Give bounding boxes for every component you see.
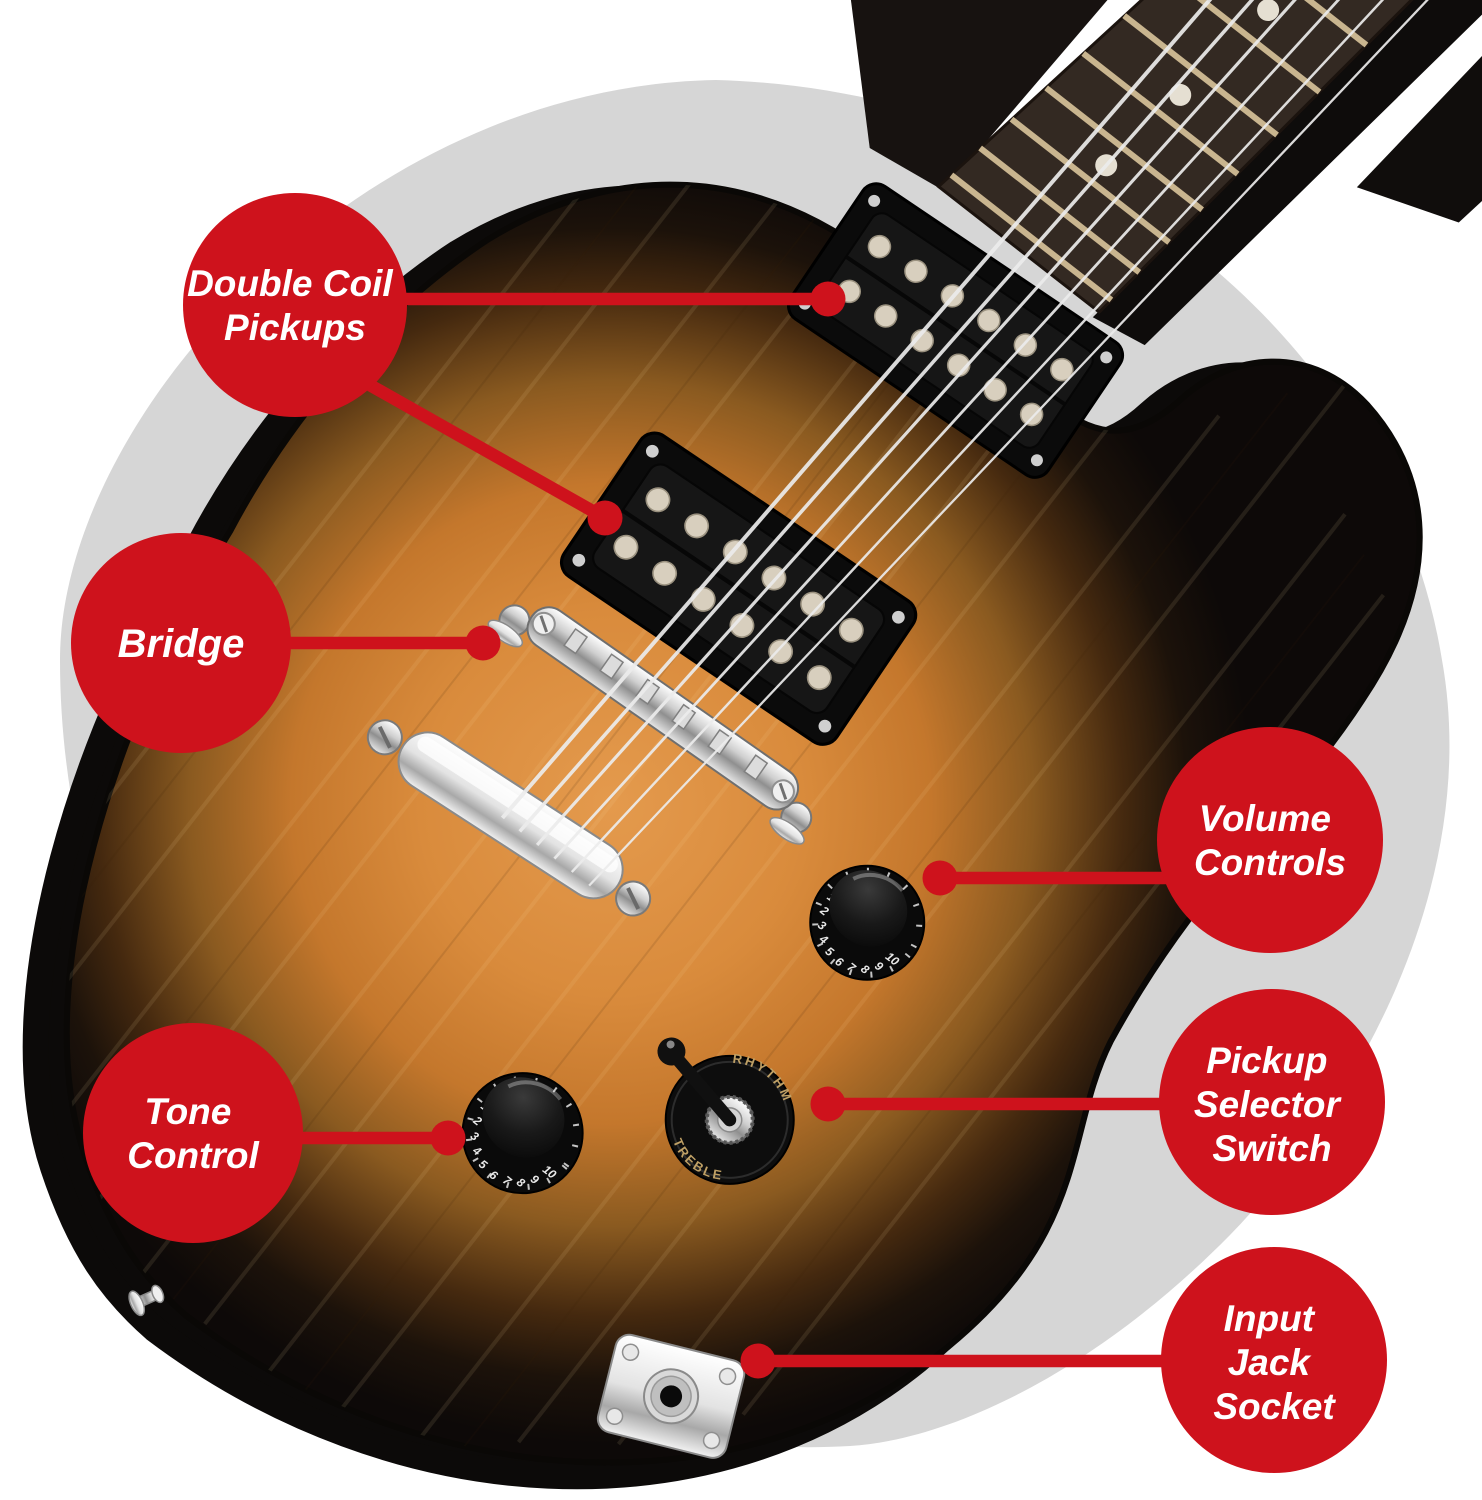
bubble-double-coil-pickups	[183, 193, 407, 417]
strings	[500, 0, 1482, 887]
strap-pin	[128, 1284, 165, 1317]
dot-tone	[430, 1120, 466, 1156]
label-bridge: Bridge	[118, 622, 245, 666]
bubble-volume-controls	[1157, 727, 1383, 953]
stopbar-tailpiece	[366, 719, 652, 917]
headstock-wedge	[1356, 0, 1482, 223]
dot-input-jack	[740, 1343, 776, 1379]
dot-neck-pickup	[810, 281, 846, 317]
fretboard	[936, 0, 1482, 315]
tone-knob: 1 2 3 4 5 6 7 8 9 10	[461, 1072, 584, 1195]
volume-knob: 1 2 3 4 5 6 7 8 9 10	[809, 864, 926, 981]
jack-socket-hole	[660, 1385, 683, 1408]
dot-pickup-selector	[810, 1086, 846, 1122]
callouts: Double Coil Pickups Bridge Volume Contro…	[71, 193, 1387, 1473]
dot-bridge	[465, 625, 501, 661]
switch-lever	[670, 1051, 737, 1127]
bubble-pickup-selector-switch	[1159, 989, 1385, 1215]
bubble-bridge	[71, 533, 291, 753]
dot-bridge-pickup	[587, 500, 623, 536]
label-input-jack-socket: Input Jack Socket	[1213, 1298, 1336, 1427]
label-volume-controls: Volume Controls	[1194, 798, 1346, 883]
label-double-coil-pickups: Double Coil Pickups	[187, 263, 403, 348]
callout-dots	[430, 281, 958, 1379]
bubble-tone-control	[83, 1023, 303, 1243]
dot-volume	[922, 860, 958, 896]
bubble-input-jack-socket	[1161, 1247, 1387, 1473]
label-pickup-selector-switch: Pickup Selector Switch	[1194, 1040, 1350, 1169]
input-jack-plate	[596, 1333, 746, 1459]
neck-side-black	[1092, 0, 1482, 346]
tune-o-matic-bridge	[487, 604, 813, 845]
frets	[949, 0, 1369, 303]
label-tone-control: Tone Control	[127, 1091, 259, 1176]
